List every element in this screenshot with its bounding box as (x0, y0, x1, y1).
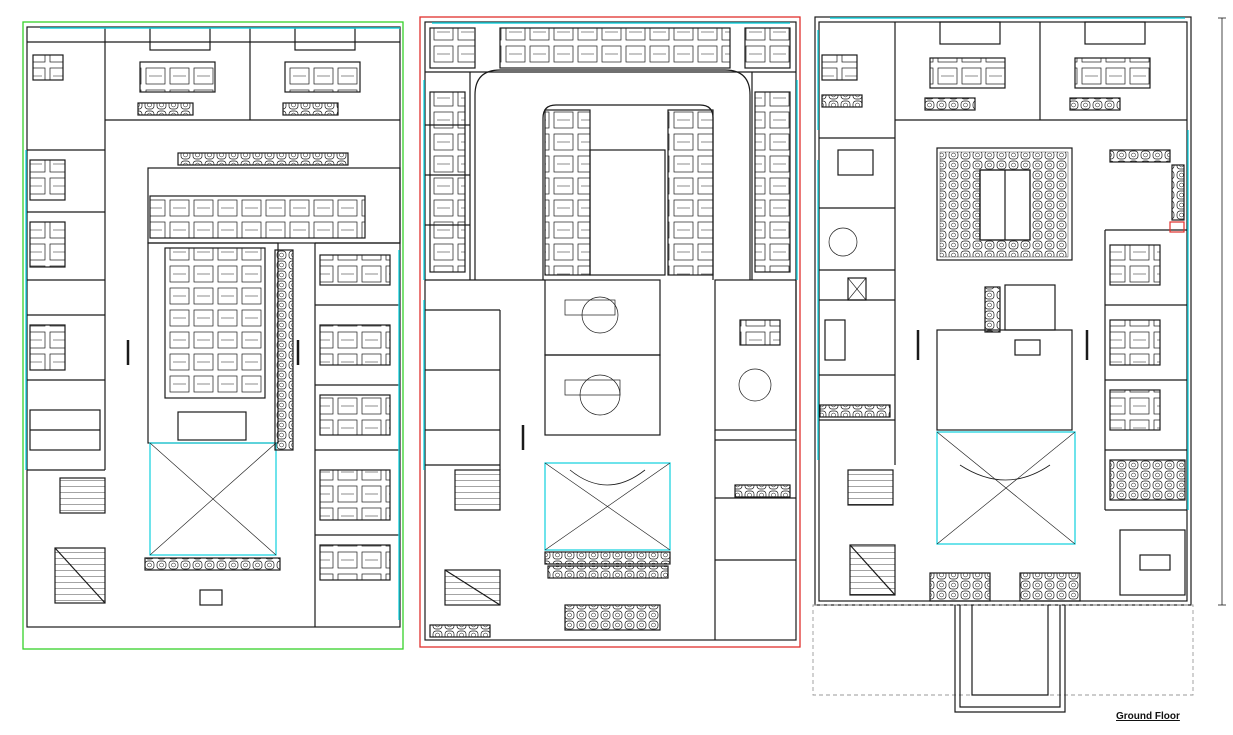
drawing-caption: Ground Floor (1116, 711, 1180, 722)
plan-middle (419, 16, 801, 648)
plan-middle-border (419, 16, 801, 648)
plan-left (22, 21, 404, 650)
plan-right (812, 16, 1194, 713)
plan-left-border (22, 21, 404, 650)
